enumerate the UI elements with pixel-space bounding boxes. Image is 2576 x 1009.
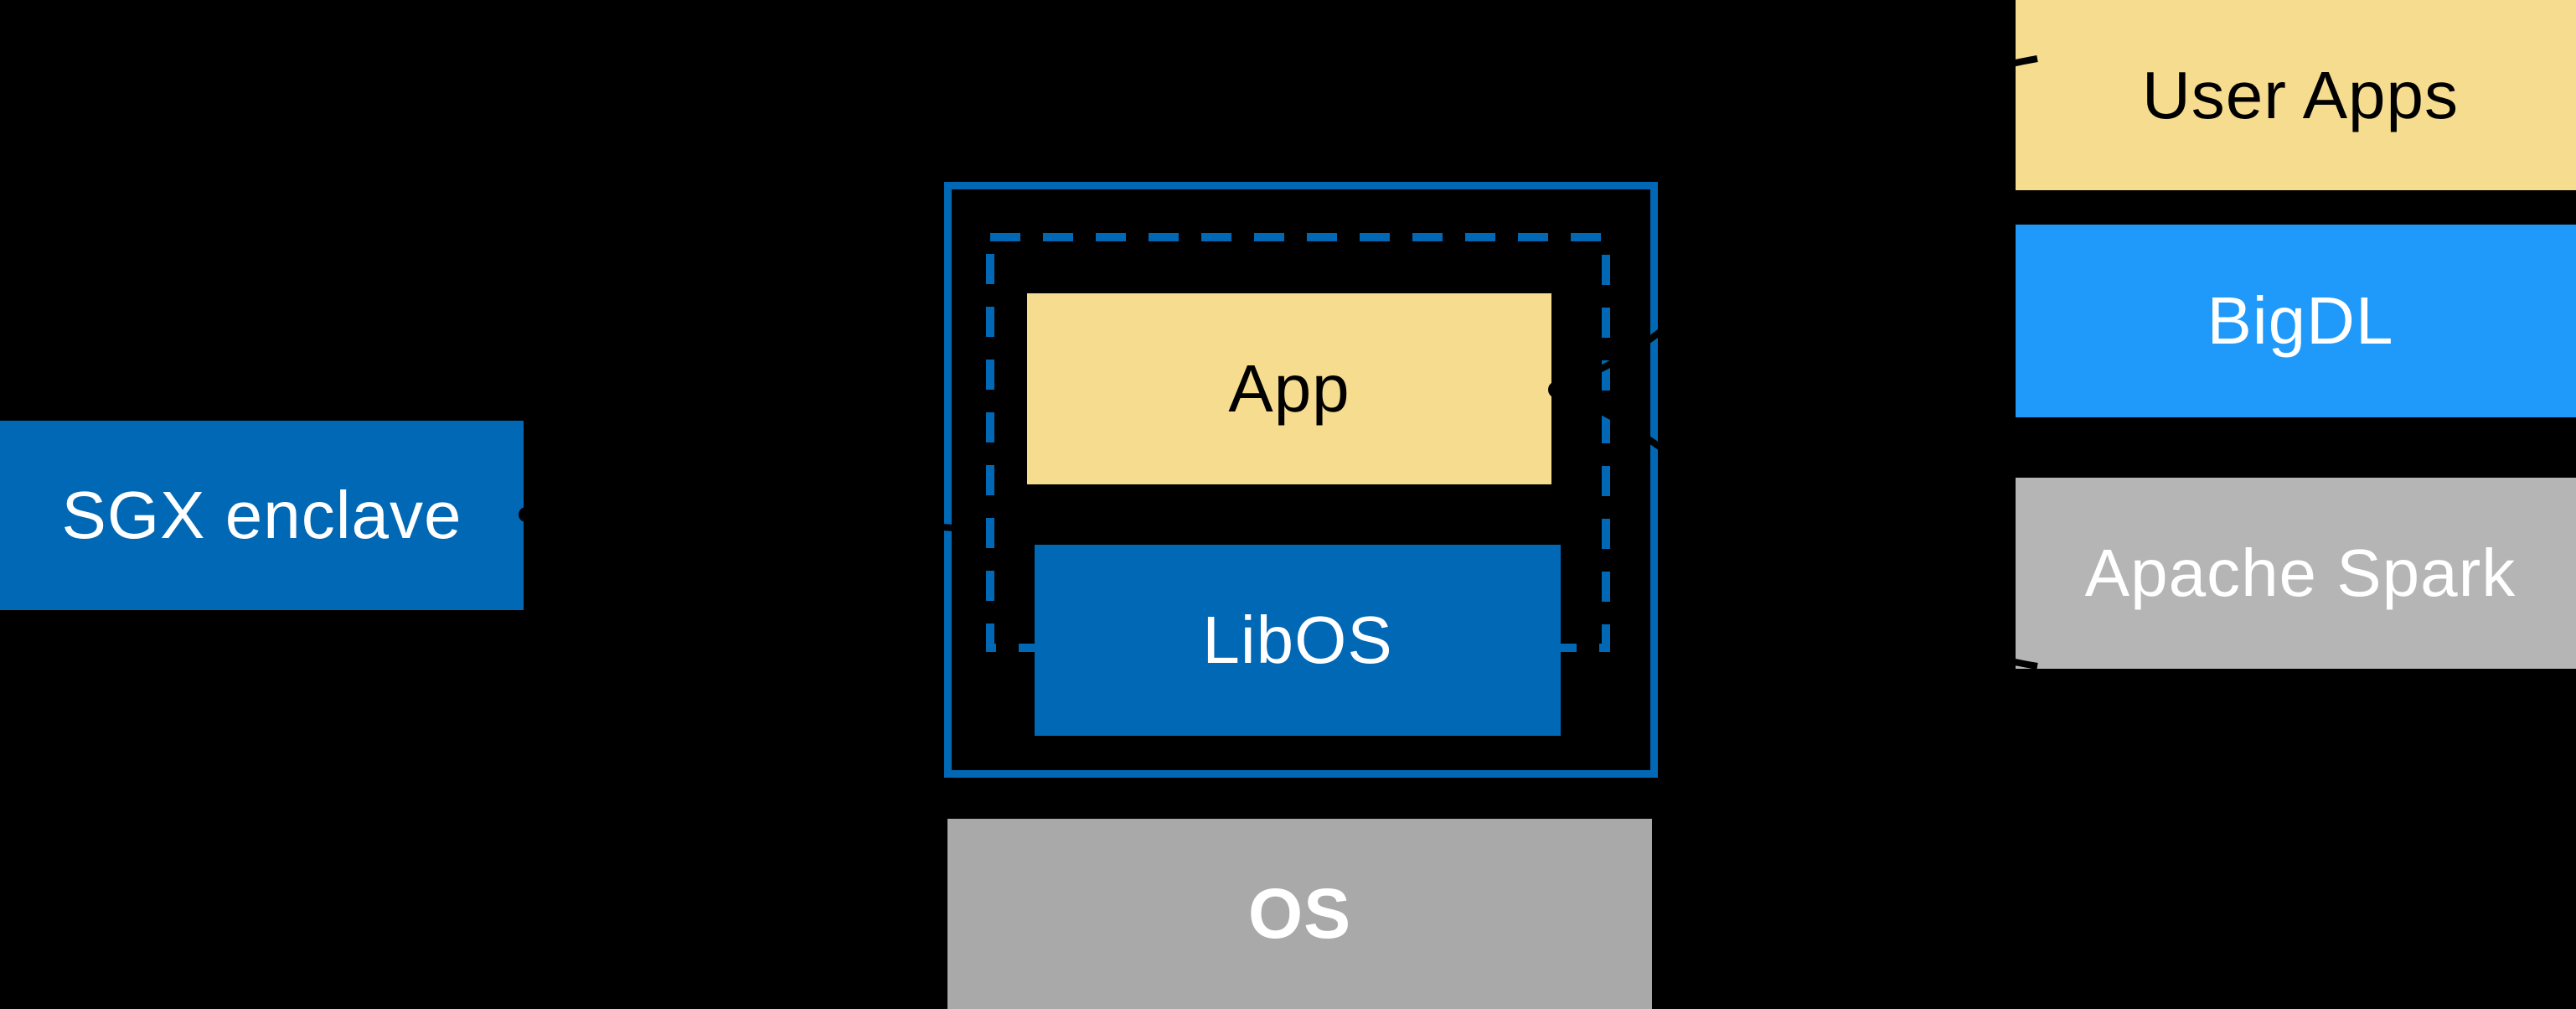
user-apps-label: User Apps [2141,57,2460,132]
app-box: App [1027,293,1551,484]
stack-item-bigdl: BigDL [2016,225,2576,417]
libos-box: LibOS [1035,545,1561,736]
os-box: OS [947,819,1652,1009]
apache-spark-label: Apache Spark [2084,536,2517,610]
os-label: OS [1247,874,1352,953]
sgx-enclave-label-box: SGX enclave [0,421,524,610]
app-label: App [1228,351,1350,426]
enclave-callout-arrow [519,507,978,545]
bigdl-label: BigDL [2207,283,2394,358]
stack-item-user-apps: User Apps [2016,0,2576,190]
libos-label: LibOS [1202,603,1393,677]
stack-item-apache-spark: Apache Spark [2016,478,2576,669]
sgx-enclave-label: SGX enclave [61,478,462,552]
